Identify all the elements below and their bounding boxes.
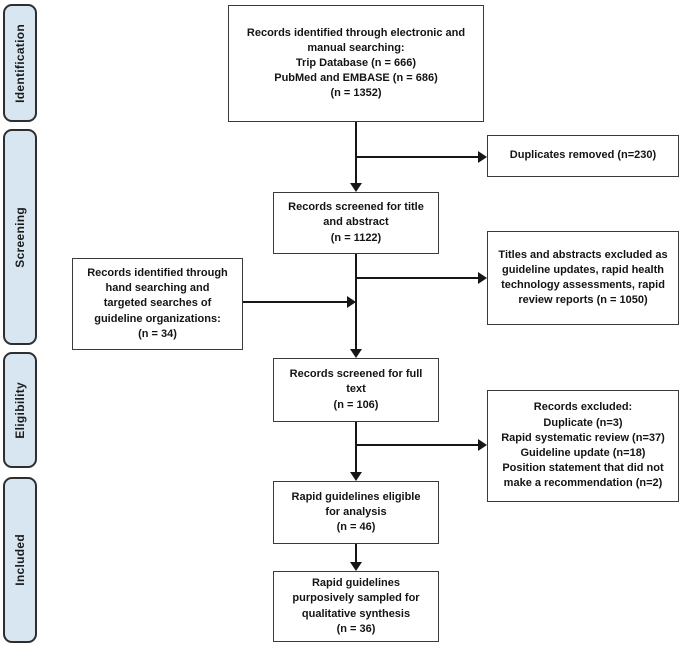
stage-eligibility: Eligibility [3, 352, 37, 468]
connector-fulltext-to-eligible [355, 422, 357, 473]
connector-to-titles-excluded [356, 277, 480, 279]
box-screened-title-abstract: Records screened for title and abstract … [273, 192, 439, 254]
arrowhead-right-to-records-excluded [478, 439, 487, 451]
arrowhead-right-to-titles-excluded [478, 272, 487, 284]
arrowhead-right-from-hand-search [347, 296, 356, 308]
stage-screening-label: Screening [13, 206, 27, 268]
box-titles-abstracts-excluded: Titles and abstracts excluded as guideli… [487, 231, 679, 325]
connector-from-hand-search [243, 301, 348, 303]
stage-included-label: Included [13, 534, 27, 586]
arrowhead-down-to-sampled [350, 562, 362, 571]
connector-identified-to-screened [355, 122, 357, 184]
stage-included: Included [3, 477, 37, 643]
box-records-identified: Records identified through electronic an… [228, 5, 484, 122]
stage-eligibility-label: Eligibility [13, 381, 27, 439]
stage-screening: Screening [3, 129, 37, 345]
box-duplicates-removed: Duplicates removed (n=230) [487, 135, 679, 177]
connector-screened-to-fulltext [355, 254, 357, 349]
box-screened-full-text: Records screened for full text (n = 106) [273, 358, 439, 422]
arrowhead-right-to-duplicates [478, 151, 487, 163]
arrowhead-down-to-fulltext [350, 349, 362, 358]
stage-identification-label: Identification [13, 23, 27, 103]
box-hand-searching: Records identified through hand searchin… [72, 258, 243, 350]
connector-to-duplicates [356, 156, 480, 158]
stage-identification: Identification [3, 4, 37, 122]
arrowhead-down-to-screened [350, 183, 362, 192]
box-records-excluded: Records excluded: Duplicate (n=3) Rapid … [487, 390, 679, 502]
box-eligible-for-analysis: Rapid guidelines eligible for analysis (… [273, 481, 439, 544]
connector-to-records-excluded [356, 444, 480, 446]
connector-eligible-to-sampled [355, 544, 357, 563]
box-purposively-sampled: Rapid guidelines purposively sampled for… [273, 571, 439, 642]
arrowhead-down-to-eligible [350, 472, 362, 481]
